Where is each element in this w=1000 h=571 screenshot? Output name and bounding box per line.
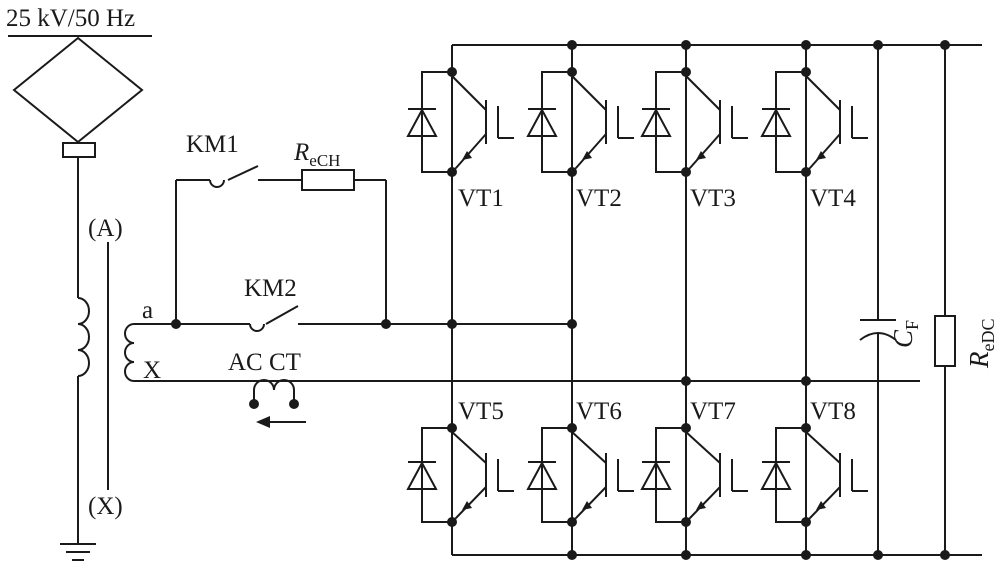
junction-dot [567, 40, 577, 50]
secondary-top-label: a [142, 297, 153, 324]
precharge-resistor-label: ReCH [293, 139, 340, 170]
diode-icon [406, 460, 438, 490]
junction-dot [681, 550, 691, 560]
junction-dot [940, 550, 950, 560]
km1-precharge-branch [175, 165, 387, 324]
junction-dot [801, 40, 811, 50]
supply-voltage-label: 25 kV/50 Hz [6, 5, 135, 32]
diode-icon [760, 107, 792, 137]
diode-icon [640, 107, 672, 137]
transformer-primary-winding [60, 297, 96, 561]
junction-dot [567, 423, 577, 433]
capacitor-subscript: F [902, 320, 922, 330]
junction-dot [801, 550, 811, 560]
capacitor-symbol: C [888, 329, 918, 348]
precharge-resistor-symbol: R [293, 139, 309, 166]
vt3-label: VT3 [690, 185, 736, 212]
km1-label: KM1 [186, 131, 239, 158]
junction-dot [681, 517, 691, 527]
junction-dot [447, 319, 457, 329]
diode-icon [526, 460, 558, 490]
junction-dot [171, 319, 181, 329]
secondary-bottom-label: X [143, 357, 161, 384]
primary-bottom-label: (X) [88, 493, 123, 520]
vt4-label: VT4 [810, 185, 856, 212]
junction-dot [873, 40, 883, 50]
junction-dot [567, 67, 577, 77]
emitter-arrow-icon [582, 501, 592, 510]
dc-discharge-resistor [934, 45, 956, 555]
igbt-module-vt7 [640, 423, 748, 527]
junction-dot [681, 167, 691, 177]
emitter-arrow-icon [462, 151, 472, 160]
junction-dot [567, 167, 577, 177]
junction-dot [447, 67, 457, 77]
vt1-label: VT1 [458, 185, 504, 212]
junction-dot [567, 319, 577, 329]
igbt-module-vt6 [526, 423, 634, 527]
junction-dot [681, 423, 691, 433]
igbt-module-vt2 [526, 67, 634, 177]
capacitor-label: CF [888, 320, 922, 348]
switch-modules [406, 67, 868, 527]
precharge-resistor-subscript: eCH [309, 151, 340, 170]
junction-dot [801, 517, 811, 527]
junction-dot [447, 423, 457, 433]
igbt-module-vt1 [406, 67, 514, 177]
primary-top-label: (A) [88, 215, 123, 242]
igbt-module-vt3 [640, 67, 748, 177]
junction-dot [681, 67, 691, 77]
junction-dot [873, 550, 883, 560]
diode-icon [406, 107, 438, 137]
emitter-arrow-icon [696, 151, 706, 160]
km2-main-contactor [176, 305, 572, 332]
junction-dots [171, 40, 950, 560]
igbt-module-vt4 [760, 67, 868, 177]
emitter-arrow-icon [582, 151, 592, 160]
dc-link-capacitor [859, 45, 897, 555]
junction-dot [801, 423, 811, 433]
pantograph [8, 35, 152, 298]
discharge-resistor-subscript: eDC [978, 319, 998, 352]
emitter-arrow-icon [816, 501, 826, 510]
ac-ct-label: AC CT [228, 349, 301, 376]
junction-dot [801, 167, 811, 177]
igbt-module-vt8 [760, 423, 868, 527]
junction-dot [681, 40, 691, 50]
emitter-arrow-icon [696, 501, 706, 510]
junction-dot [567, 517, 577, 527]
vt8-label: VT8 [810, 398, 856, 425]
precharge-resistor [301, 169, 355, 191]
discharge-resistor-symbol: R [964, 351, 994, 369]
bridge-legs [451, 45, 807, 555]
vt6-label: VT6 [576, 398, 622, 425]
discharge-resistor-label: ReDC [964, 319, 998, 370]
transformer-secondary-winding [124, 323, 220, 382]
diode-icon [526, 107, 558, 137]
vt5-label: VT5 [458, 398, 504, 425]
diode-icon [640, 460, 672, 490]
emitter-arrow-icon [816, 151, 826, 160]
diode-icon [760, 460, 792, 490]
junction-dot [447, 517, 457, 527]
vt7-label: VT7 [690, 398, 736, 425]
junction-dot [801, 67, 811, 77]
junction-dot [567, 550, 577, 560]
junction-dot [940, 40, 950, 50]
km2-label: KM2 [244, 275, 297, 302]
junction-dot [447, 167, 457, 177]
junction-dot [681, 376, 691, 386]
junction-dot [801, 376, 811, 386]
junction-dot [381, 319, 391, 329]
emitter-arrow-icon [462, 501, 472, 510]
vt2-label: VT2 [576, 185, 622, 212]
igbt-module-vt5 [406, 423, 514, 527]
